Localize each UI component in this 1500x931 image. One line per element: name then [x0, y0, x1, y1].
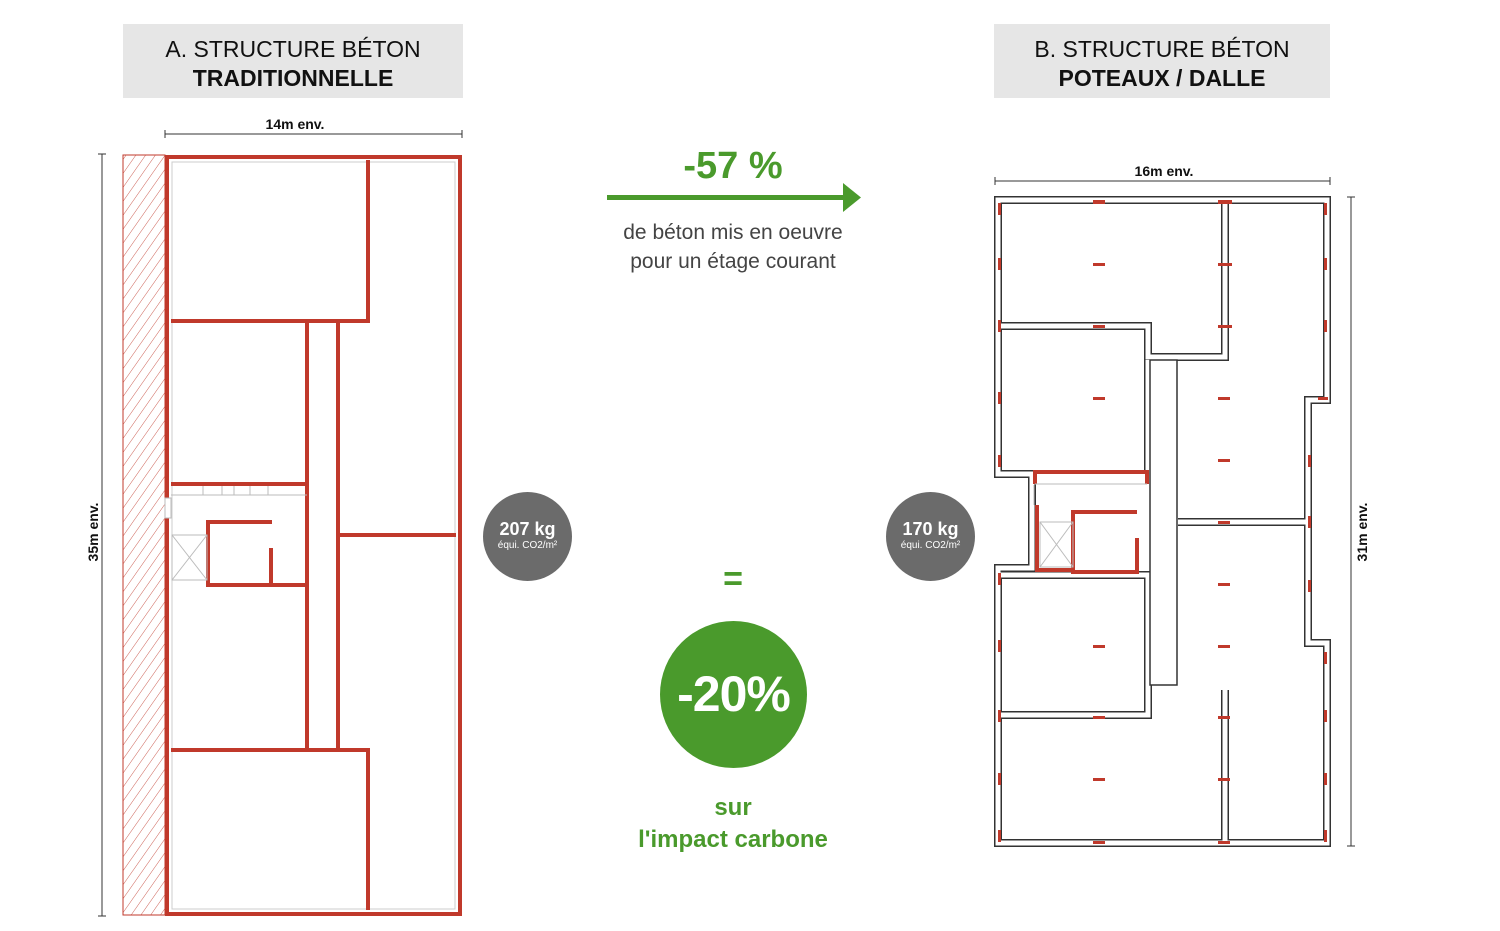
equals-sign: = [723, 560, 743, 598]
plan-b-width-label: 16m env. [1134, 163, 1194, 179]
carbon-reduction-value: -20% [677, 666, 791, 722]
plan-b-dimension-lines [994, 177, 1355, 847]
plan-b-columns [998, 200, 1328, 844]
carbon-caption-line1: sur [714, 794, 752, 821]
plan-a-height-label: 35m env. [85, 502, 101, 562]
plan-a-title-line1: A. STRUCTURE BÉTON [165, 36, 421, 62]
plan-b-carbon-value: 170 kg [902, 519, 959, 539]
carbon-caption-line2: l'impact carbone [638, 826, 828, 853]
plan-a-title: A. STRUCTURE BÉTON TRADITIONNELLE [123, 24, 463, 98]
carbon-caption: sur l'impact carbone [583, 792, 883, 856]
plan-b-carbon-badge: 170 kg équi. CO2/m² [886, 492, 975, 581]
concrete-reduction: -57 % [683, 145, 783, 187]
plan-a-drawing [122, 154, 462, 916]
plan-a-title-line2: TRADITIONNELLE [192, 65, 394, 91]
plan-a-dimension-lines [98, 130, 463, 917]
concrete-caption-line2: pour un étage courant [630, 250, 836, 273]
plan-b-title-line1: B. STRUCTURE BÉTON [1034, 36, 1290, 62]
plan-b-height-label: 31m env. [1354, 502, 1370, 562]
concrete-caption-line1: de béton mis en oeuvre [623, 221, 843, 244]
plan-b-carbon-unit: équi. CO2/m² [900, 540, 961, 551]
carbon-reduction-badge: -20% [660, 621, 807, 768]
plan-a-carbon-unit: équi. CO2/m² [497, 540, 558, 551]
plan-a-carbon-value: 207 kg [499, 519, 556, 539]
plan-a-carbon-badge: 207 kg équi. CO2/m² [483, 492, 572, 581]
plan-b-title: B. STRUCTURE BÉTON POTEAUX / DALLE [994, 24, 1330, 98]
concrete-caption: de béton mis en oeuvre pour un étage cou… [583, 218, 883, 276]
plan-b-title-line2: POTEAUX / DALLE [1058, 65, 1266, 91]
plan-b-drawing [994, 196, 1331, 847]
arrow-icon [607, 183, 861, 212]
plan-a-width-label: 14m env. [265, 116, 325, 132]
